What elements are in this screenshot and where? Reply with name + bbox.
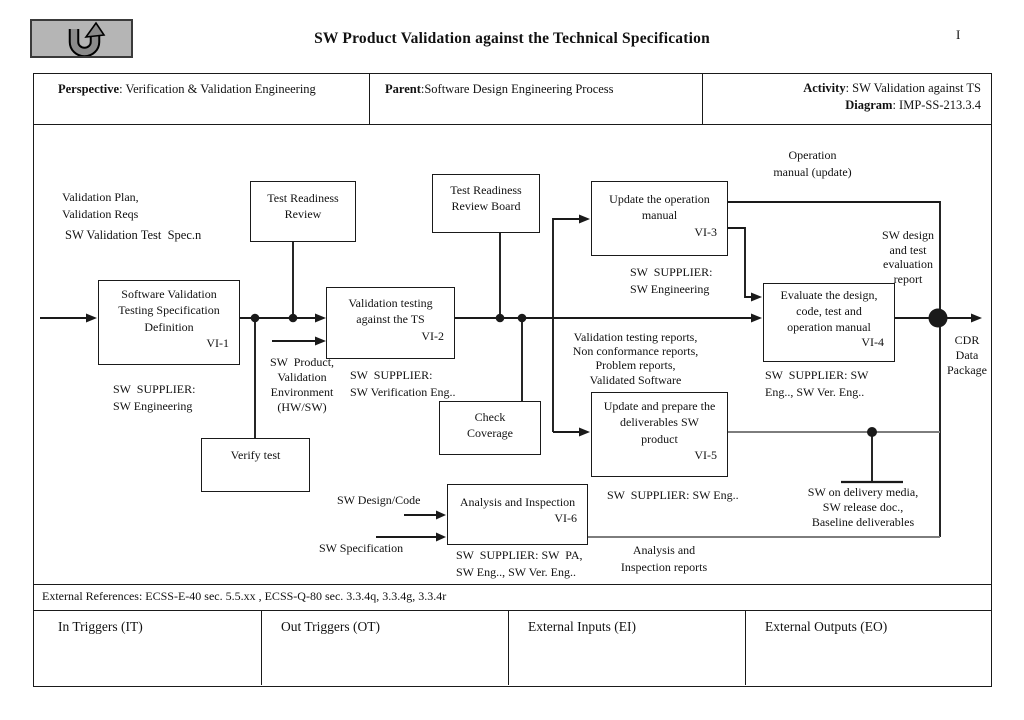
perspective-value: : Verification & Validation Engineering	[119, 82, 316, 96]
activity-value: : SW Validation against TS	[845, 81, 981, 95]
label-supplier-vi3: SW SUPPLIER: SW Engineering	[630, 265, 713, 296]
activity-box-vi1-code: VI-1	[206, 336, 229, 351]
infobar-bottom-rule	[34, 124, 991, 126]
label-sw-product-environment: SW Product, Validation Environment (HW/S…	[269, 355, 335, 414]
footer-cell-external-inputs: External Inputs (EI)	[528, 619, 636, 634]
infobar-divider-2	[702, 74, 704, 125]
box-test-readiness-review-board-text: Test Readiness Review Board	[450, 183, 522, 214]
u-turn-arrow-icon	[32, 21, 131, 60]
external-references: External References: ECSS-E-40 sec. 5.5.…	[42, 589, 447, 603]
activity-box-vi5-code: VI-5	[694, 448, 717, 463]
label-operation-manual-update: Operation manual (update)	[773, 148, 852, 179]
perspective-field: Perspective: Verification & Validation E…	[58, 82, 316, 97]
label-supplier-vi6: SW SUPPLIER: SW PA, SW Eng.., SW Ver. En…	[456, 548, 583, 579]
box-test-readiness-review-board: Test Readiness Review Board	[432, 174, 540, 233]
footer-cell-in-triggers: In Triggers (IT)	[58, 619, 143, 634]
label-supplier-vi4: SW SUPPLIER: SW Eng.., SW Ver. Eng..	[765, 368, 869, 399]
label-sw-design-test-evaluation-report: SW design and test evaluation report	[881, 228, 935, 286]
activity-box-vi3: Update the operation manual VI-3	[591, 181, 728, 256]
perspective-label: Perspective	[58, 82, 120, 96]
activity-box-vi3-text: Update the operation manual	[609, 192, 710, 223]
activity-label: Activity	[803, 81, 846, 95]
activity-field: Activity: SW Validation against TS Diagr…	[703, 80, 981, 113]
activity-box-vi4: Evaluate the design, code, test and oper…	[763, 283, 895, 362]
back-button[interactable]	[30, 19, 133, 58]
diagram-id-label: Diagram	[845, 97, 893, 112]
box-test-readiness-review: Test Readiness Review	[250, 181, 356, 242]
box-check-coverage: Check Coverage	[439, 401, 541, 455]
label-sw-validation-test-spec: SW Validation Test Spec.n	[65, 228, 202, 242]
activity-box-vi5: Update and prepare the deliverables SW p…	[591, 392, 728, 477]
activity-box-vi6-code: VI-6	[554, 511, 577, 526]
activity-box-vi6-text: Analysis and Inspection	[459, 495, 576, 509]
footer-top-rule	[34, 610, 991, 612]
label-supplier-vi1: SW SUPPLIER: SW Engineering	[113, 382, 196, 413]
label-delivery-media: SW on delivery media, SW release doc., B…	[807, 485, 919, 529]
activity-box-vi2: Validation testing against the TS VI-2	[326, 287, 455, 359]
diagram-frame	[33, 73, 992, 687]
footer-divider-1	[261, 610, 263, 685]
label-sw-specification: SW Specification	[319, 541, 404, 555]
label-supplier-vi5: SW SUPPLIER: SW Eng..	[607, 488, 739, 502]
parent-field: Parent:Software Design Engineering Proce…	[385, 82, 614, 97]
activity-box-vi2-code: VI-2	[421, 328, 444, 343]
activity-box-vi3-code: VI-3	[694, 224, 717, 239]
parent-value: :Software Design Engineering Process	[420, 82, 614, 96]
infobar-divider-1	[369, 74, 371, 125]
footer-divider-3	[745, 610, 747, 685]
activity-box-vi1: Software Validation Testing Specificatio…	[98, 280, 240, 365]
label-validation-reports: Validation testing reports, Non conforma…	[572, 330, 699, 387]
parent-label: Parent	[385, 82, 421, 96]
activity-box-vi5-text: Update and prepare the deliverables SW p…	[603, 399, 716, 446]
box-verify-test-text: Verify test	[230, 448, 281, 462]
label-sw-design-code: SW Design/Code	[337, 493, 421, 507]
box-verify-test: Verify test	[201, 438, 310, 492]
activity-box-vi4-text: Evaluate the design, code, test and oper…	[780, 288, 878, 334]
footer-divider-2	[508, 610, 510, 685]
activity-box-vi2-text: Validation testing against the TS	[348, 296, 433, 327]
label-validation-plan: Validation Plan, Validation Reqs	[62, 190, 139, 221]
activity-box-vi1-text: Software Validation Testing Specificatio…	[118, 287, 220, 334]
box-check-coverage-text: Check Coverage	[467, 410, 513, 441]
extref-top-rule	[34, 584, 991, 586]
label-supplier-vi2: SW SUPPLIER: SW Verification Eng..	[350, 368, 456, 399]
page-title: SW Product Validation against the Techni…	[314, 30, 710, 47]
box-test-readiness-review-text: Test Readiness Review	[267, 191, 339, 222]
label-analysis-inspection-reports: Analysis and Inspection reports	[620, 543, 708, 574]
activity-box-vi6: Analysis and Inspection VI-6	[447, 484, 588, 545]
page-number: I	[956, 27, 961, 42]
diagram-id-value: : IMP-SS-213.3.4	[892, 97, 981, 112]
label-cdr-data-package: CDR Data Package	[947, 333, 987, 377]
activity-box-vi4-code: VI-4	[861, 335, 884, 350]
footer-cell-out-triggers: Out Triggers (OT)	[281, 619, 381, 634]
footer-cell-external-outputs: External Outputs (EO)	[765, 619, 888, 634]
